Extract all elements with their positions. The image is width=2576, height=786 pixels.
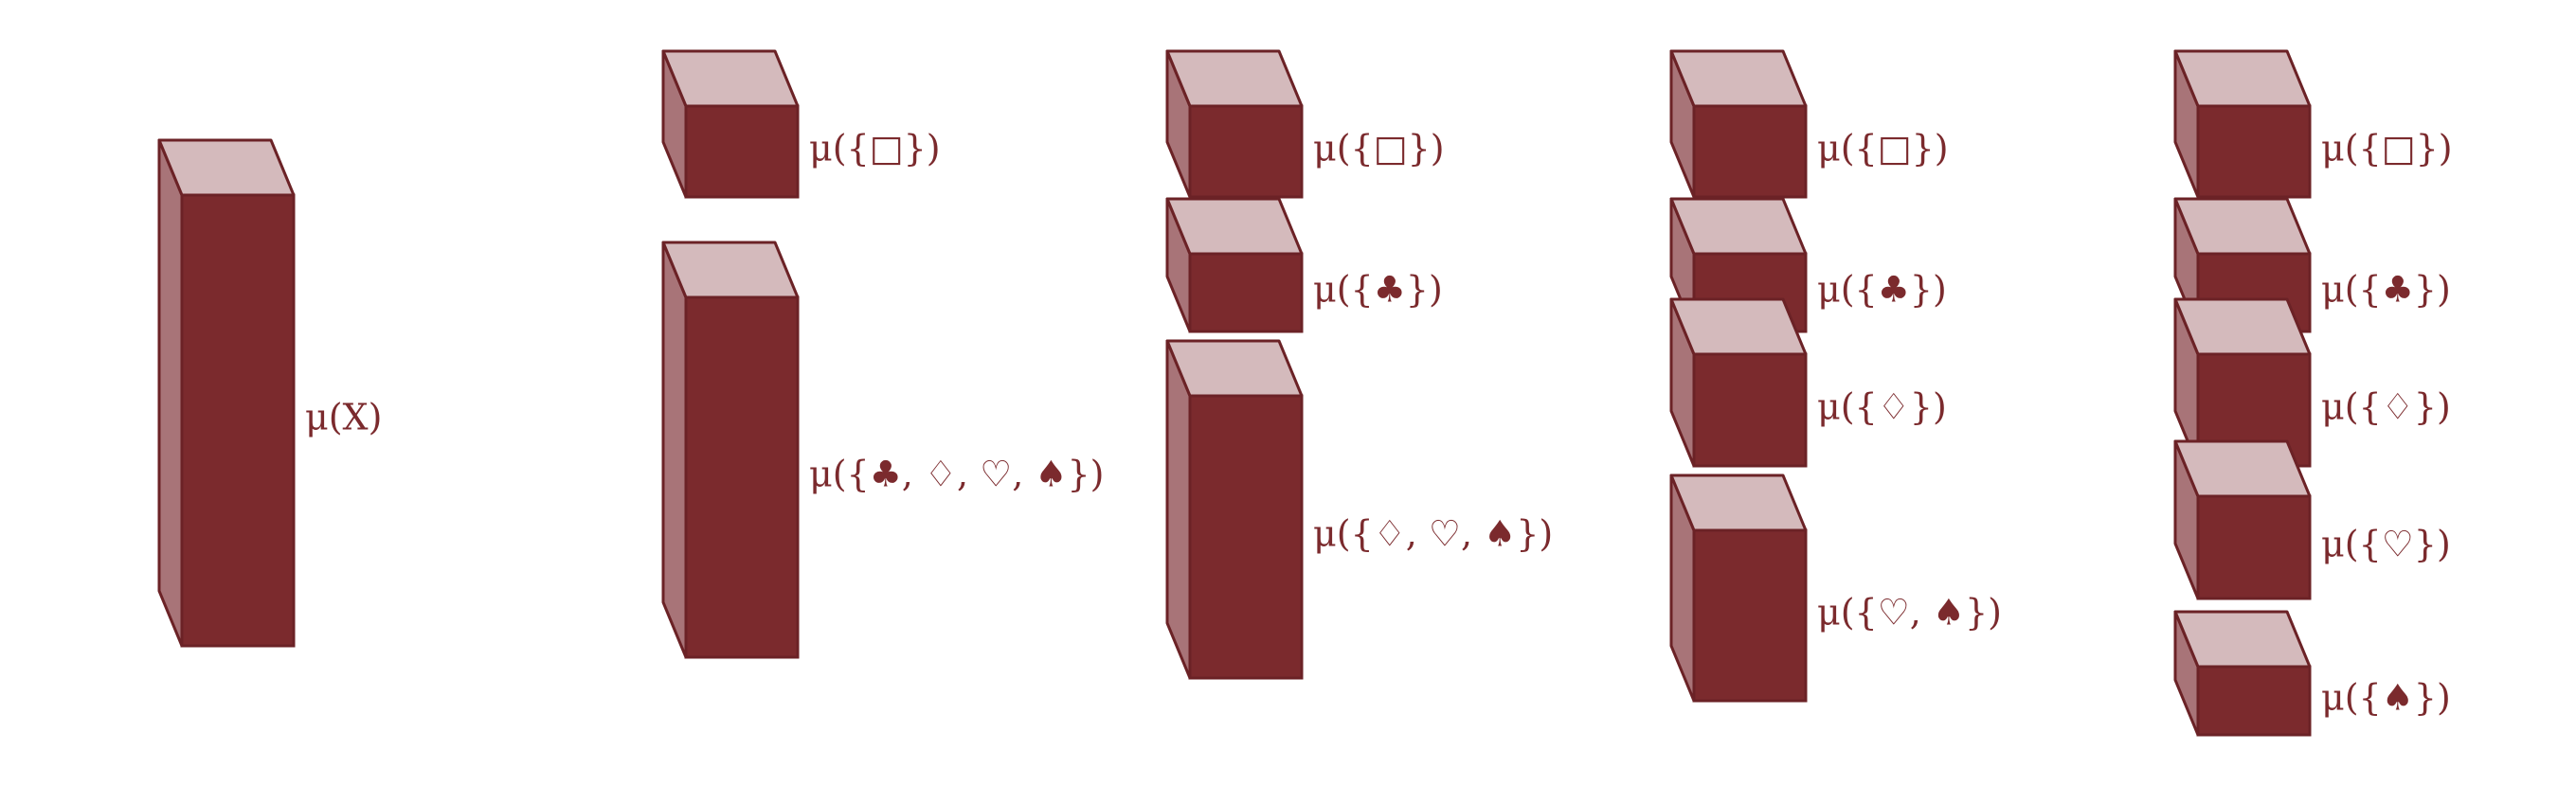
block-top-face bbox=[2173, 610, 2312, 669]
measure-block: μ({□}) bbox=[661, 49, 941, 199]
block-label: μ({□}) bbox=[809, 128, 941, 170]
block-top-face bbox=[1165, 339, 1304, 398]
block-front-face bbox=[1692, 528, 1808, 703]
block-front-face bbox=[1692, 104, 1808, 199]
block-side-face bbox=[157, 138, 184, 648]
block-top-face bbox=[2173, 439, 2312, 498]
block-top-face bbox=[1669, 297, 1808, 356]
measure-block: μ({♢, ♡, ♠}) bbox=[1165, 339, 1553, 680]
block-side-face bbox=[661, 241, 688, 659]
block-top-face bbox=[1669, 49, 1808, 108]
block-label: μ(X) bbox=[305, 397, 382, 438]
block-front-face bbox=[2196, 494, 2312, 600]
block-front-face bbox=[1188, 252, 1304, 333]
block-label: μ({□}) bbox=[1313, 128, 1445, 170]
column-2: μ({□}) μ({♣, ♢, ♡, ♠}) bbox=[661, 49, 1104, 659]
block-top-face bbox=[1669, 197, 1808, 256]
measure-block: μ({♡}) bbox=[2173, 439, 2451, 600]
block-label: μ({♣, ♢, ♡, ♠}) bbox=[809, 454, 1104, 495]
block-label: μ({♡}) bbox=[2321, 524, 2451, 565]
measure-block: μ(X) bbox=[157, 138, 382, 648]
block-front-face bbox=[2196, 665, 2312, 737]
column-5: μ({□}) μ({♣}) μ({♢}) μ({♡}) μ({♠}) bbox=[2173, 49, 2453, 737]
column-3: μ({□}) μ({♣}) μ({♢, ♡, ♠}) bbox=[1165, 49, 1553, 680]
block-label: μ({♠}) bbox=[2321, 677, 2451, 719]
block-top-face bbox=[2173, 197, 2312, 256]
block-front-face bbox=[684, 104, 800, 199]
measure-block: μ({□}) bbox=[2173, 49, 2453, 199]
block-front-face bbox=[1188, 104, 1304, 199]
block-top-face bbox=[157, 138, 296, 197]
block-top-face bbox=[1669, 473, 1808, 532]
column-1: μ(X) bbox=[157, 138, 382, 648]
block-label: μ({♣}) bbox=[1817, 269, 1947, 311]
measure-block: μ({♡, ♠}) bbox=[1669, 473, 2002, 703]
block-front-face bbox=[1692, 352, 1808, 468]
block-top-face bbox=[661, 241, 800, 299]
block-top-face bbox=[2173, 49, 2312, 108]
block-label: μ({□}) bbox=[2321, 128, 2453, 170]
measure-block: μ({□}) bbox=[1165, 49, 1445, 199]
block-label: μ({♣}) bbox=[1313, 269, 1443, 311]
block-label: μ({♣}) bbox=[2321, 269, 2451, 311]
measure-block: μ({□}) bbox=[1669, 49, 1949, 199]
block-front-face bbox=[684, 295, 800, 659]
block-top-face bbox=[1165, 197, 1304, 256]
column-4: μ({□}) μ({♣}) μ({♢}) μ({♡, ♠}) bbox=[1669, 49, 2002, 703]
measure-block: μ({♢}) bbox=[1669, 297, 1947, 468]
block-label: μ({♢, ♡, ♠}) bbox=[1313, 513, 1553, 555]
block-top-face bbox=[661, 49, 800, 108]
block-label: μ({♢}) bbox=[2321, 386, 2451, 428]
measure-block: μ({♣, ♢, ♡, ♠}) bbox=[661, 241, 1104, 659]
measure-block: μ({♣}) bbox=[1165, 197, 1443, 333]
block-front-face bbox=[180, 193, 296, 648]
block-top-face bbox=[2173, 297, 2312, 356]
block-front-face bbox=[2196, 104, 2312, 199]
block-label: μ({♢}) bbox=[1817, 386, 1947, 428]
block-front-face bbox=[1188, 394, 1304, 680]
measure-block: μ({♠}) bbox=[2173, 610, 2451, 737]
block-label: μ({□}) bbox=[1817, 128, 1949, 170]
block-label: μ({♡, ♠}) bbox=[1817, 592, 2002, 634]
block-top-face bbox=[1165, 49, 1304, 108]
block-side-face bbox=[1165, 339, 1192, 680]
